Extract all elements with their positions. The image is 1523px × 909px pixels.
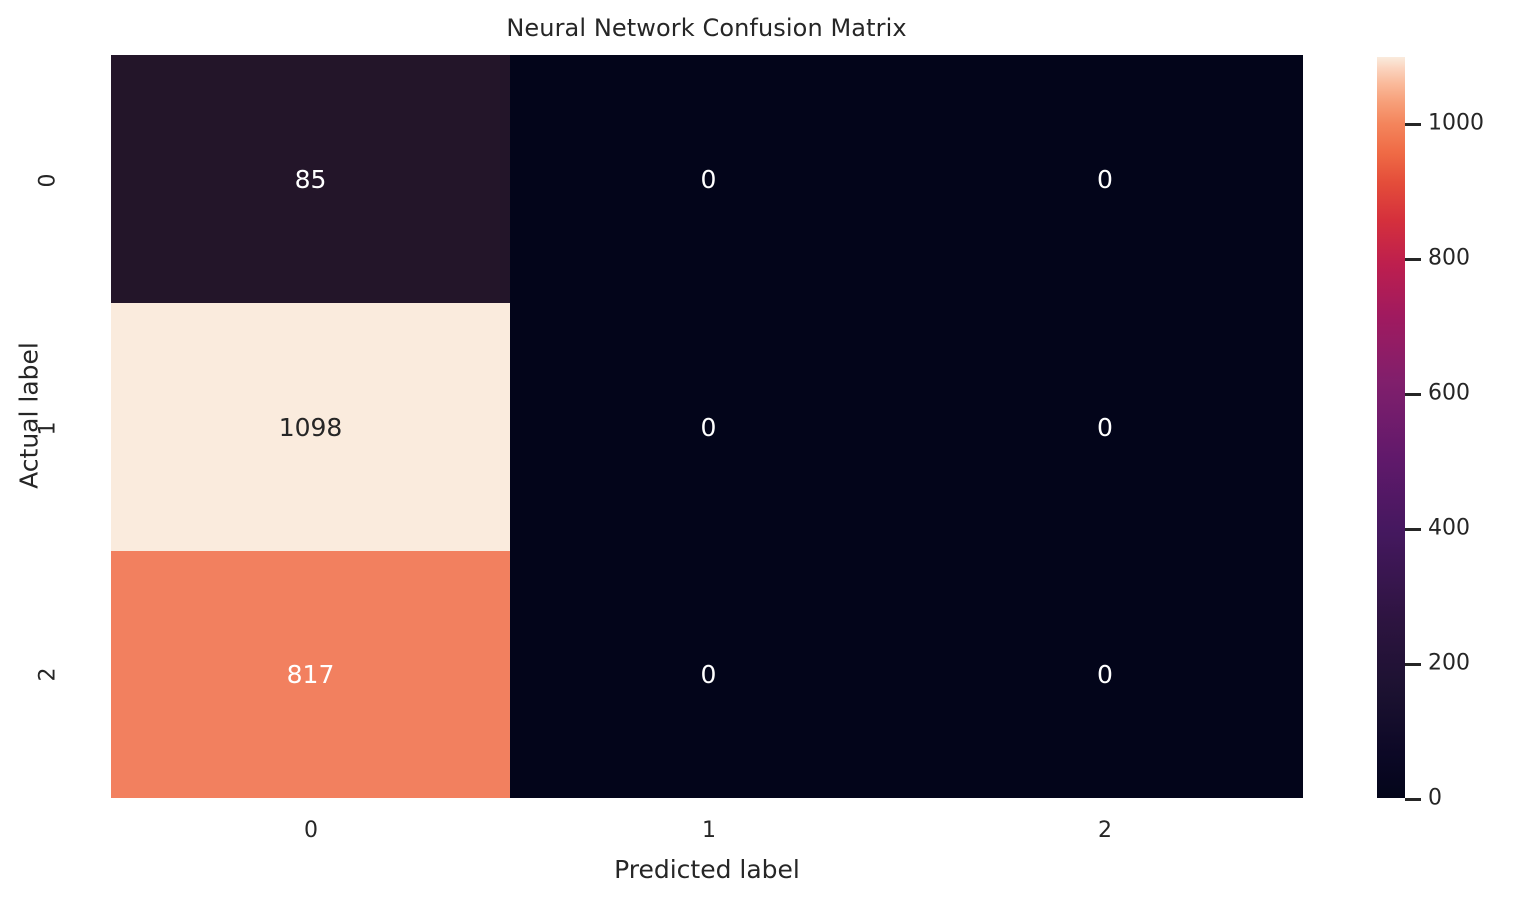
colorbar-tick-mark — [1405, 123, 1421, 127]
heatmap-cell-value: 1098 — [278, 412, 343, 442]
colorbar-tick-mark — [1405, 528, 1421, 532]
colorbar-tick-mark — [1405, 393, 1421, 397]
colorbar-tick-mark — [1405, 798, 1421, 801]
heatmap-cell-value: 85 — [294, 164, 327, 194]
heatmap-cell-value: 817 — [286, 660, 335, 689]
heatmap-cell-value: 0 — [1097, 164, 1113, 194]
colorbar-tick-mark — [1405, 663, 1421, 667]
x-tick-label-0: 0 — [304, 818, 318, 843]
chart-title: Neural Network Confusion Matrix — [506, 14, 907, 42]
heatmap-cell: 0 — [510, 551, 907, 798]
heatmap-cell-value: 0 — [1097, 660, 1113, 689]
colorbar-tick-label: 400 — [1428, 515, 1470, 541]
heatmap-cell: 817 — [111, 551, 510, 798]
heatmap-cell: 0 — [510, 55, 907, 303]
x-axis-label: Predicted label — [614, 855, 800, 884]
x-tick-label-2: 2 — [1098, 818, 1112, 843]
heatmap-cell: 0 — [907, 551, 1303, 798]
heatmap-cell-value: 0 — [700, 164, 717, 194]
heatmap-cell: 0 — [907, 303, 1303, 551]
heatmap-cell: 1098 — [111, 303, 510, 551]
heatmap-cell-value: 0 — [700, 412, 717, 442]
colorbar-gradient — [1377, 57, 1405, 798]
colorbar-tick-mark — [1405, 258, 1421, 262]
colorbar-tick-label: 600 — [1428, 380, 1470, 406]
colorbar-tick-label: 1000 — [1428, 110, 1484, 136]
y-tick-label-0: 0 — [35, 173, 61, 188]
heatmap-cell: 85 — [111, 55, 510, 303]
y-tick-label-1: 1 — [35, 421, 61, 436]
heatmap-cell: 0 — [907, 55, 1303, 303]
x-tick-label-1: 1 — [702, 818, 716, 843]
y-tick-label-2: 2 — [35, 667, 61, 682]
colorbar-tick-label: 200 — [1428, 650, 1470, 676]
confusion-matrix-heatmap: 85 0 0 1098 0 0 817 0 0 — [111, 55, 1303, 798]
colorbar-tick-label: 800 — [1428, 245, 1470, 271]
heatmap-cell: 0 — [510, 303, 907, 551]
colorbar-tick-label: 0 — [1428, 785, 1442, 811]
heatmap-cell-value: 0 — [1097, 412, 1113, 442]
heatmap-cell-value: 0 — [700, 660, 717, 689]
